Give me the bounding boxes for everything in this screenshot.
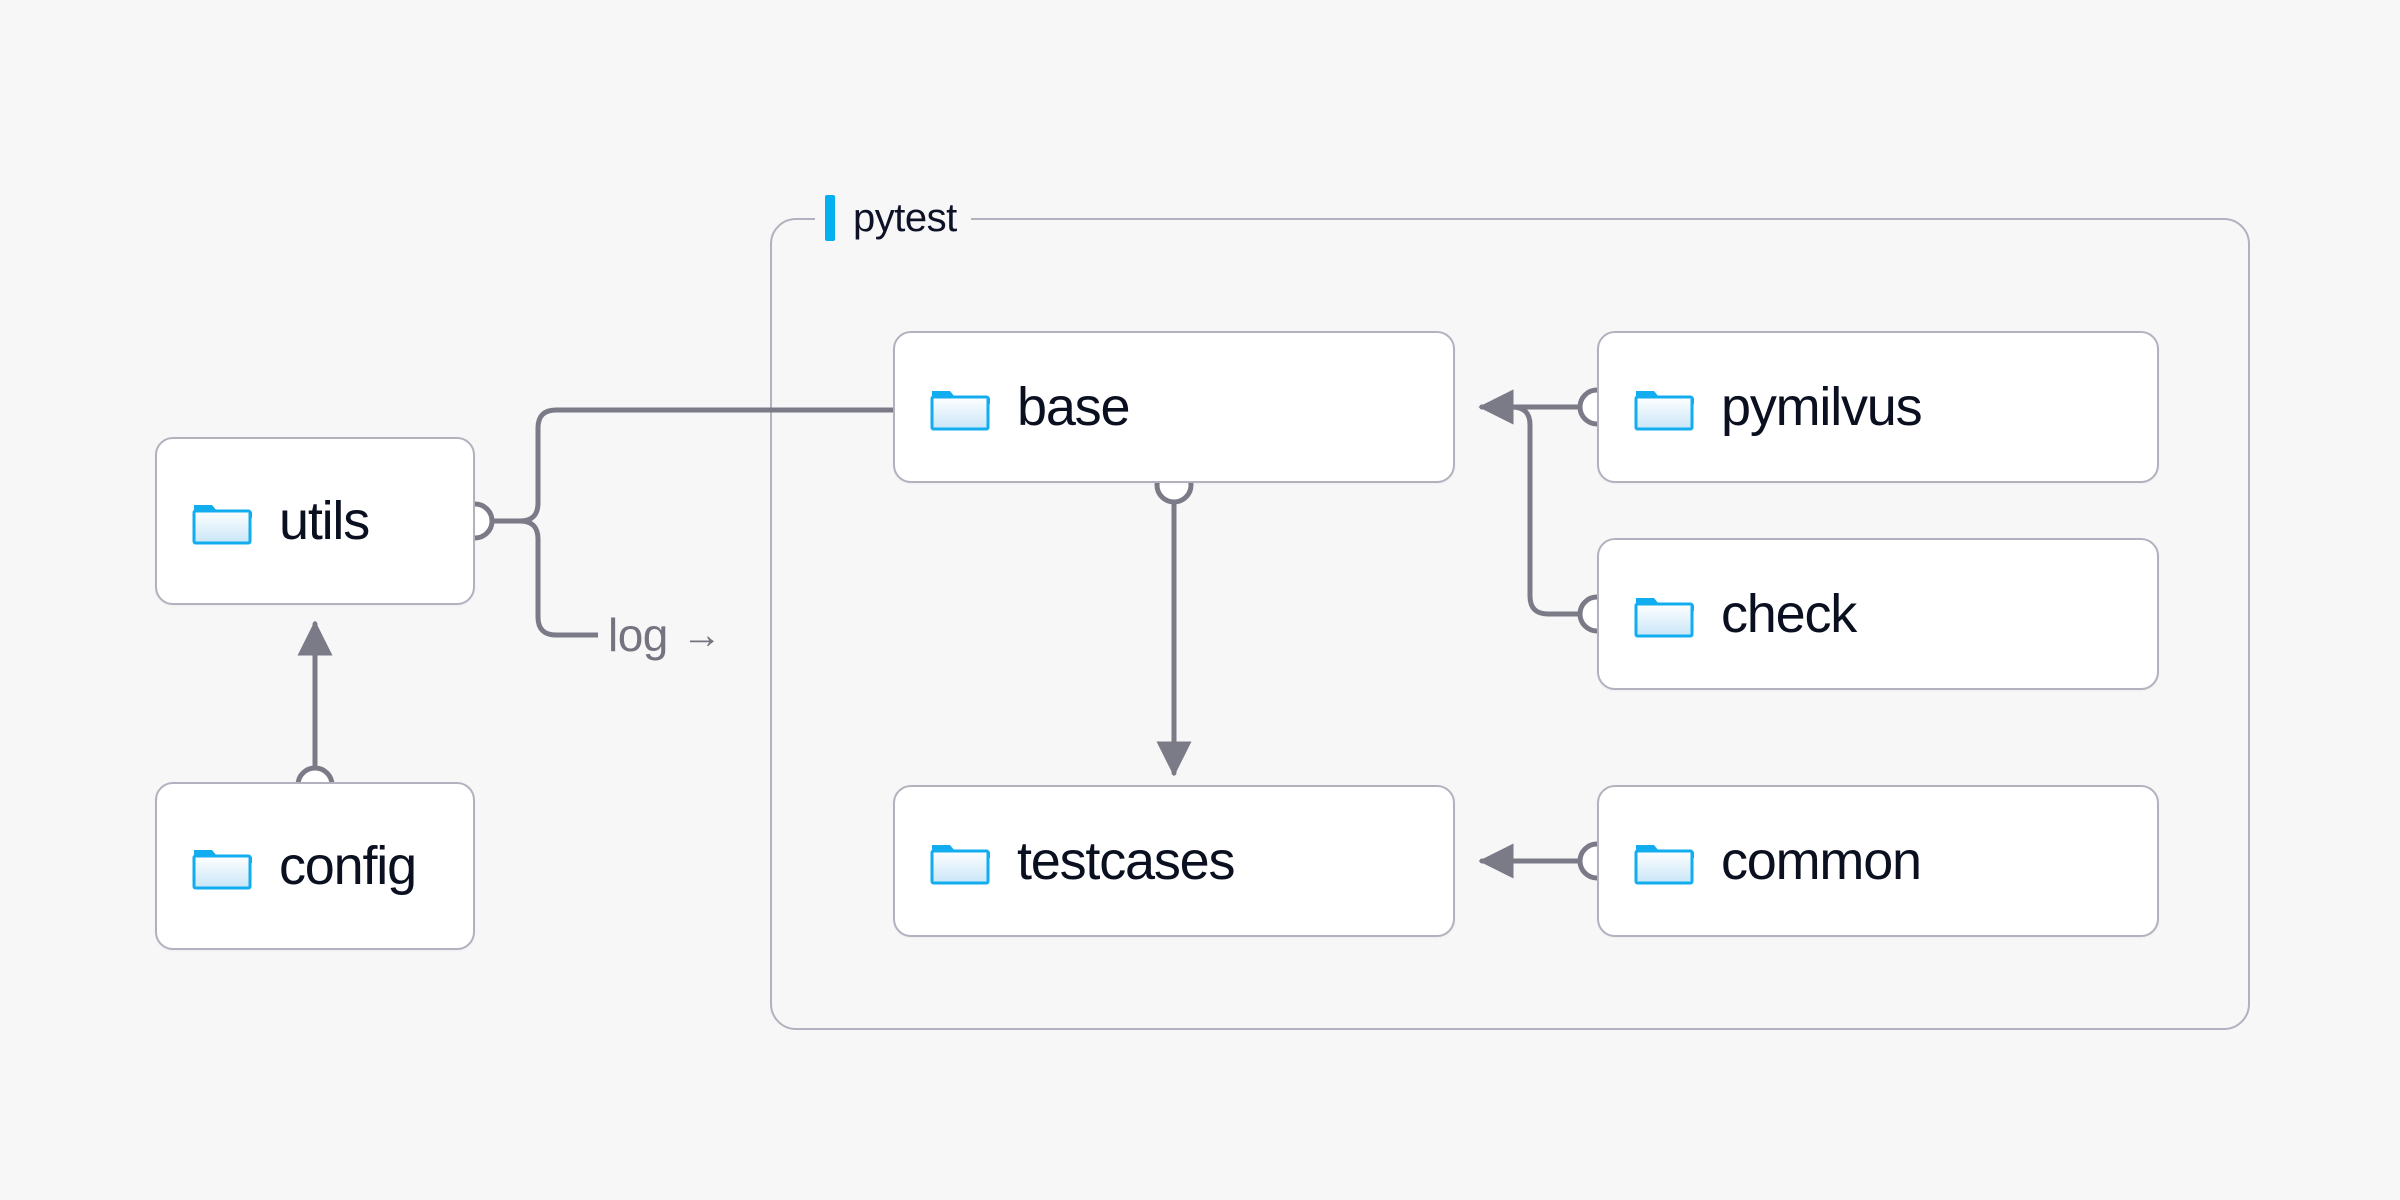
folder-icon [1634, 391, 1694, 431]
folder-icon [192, 850, 252, 890]
node-utils[interactable]: utils [155, 437, 475, 605]
node-check[interactable]: check [1597, 538, 2159, 690]
edge-label-log-text: log [608, 609, 668, 661]
folder-icon [192, 505, 252, 545]
node-label-config: config [279, 836, 417, 896]
folder-icon [1634, 598, 1694, 638]
node-label-check: check [1721, 584, 1857, 644]
group-label-pytest: pytest [815, 190, 971, 246]
folder-icon [930, 391, 990, 431]
folder-icon [930, 845, 990, 885]
folder-icon [1634, 845, 1694, 885]
accent-bar-icon [825, 195, 835, 241]
node-config[interactable]: config [155, 782, 475, 950]
group-label-text: pytest [853, 195, 957, 240]
node-label-testcases: testcases [1017, 831, 1236, 891]
edge-utils-to-log [517, 518, 603, 638]
group-container-pytest[interactable] [770, 218, 2250, 1030]
node-label-pymilvus: pymilvus [1721, 377, 1923, 437]
node-label-common: common [1721, 831, 1922, 891]
edge-label-log: log → [598, 605, 732, 665]
node-label-utils: utils [279, 491, 370, 551]
node-common[interactable]: common [1597, 785, 2159, 937]
arrow-right-icon: → [681, 613, 722, 657]
node-label-base: base [1017, 377, 1131, 437]
node-pymilvus[interactable]: pymilvus [1597, 331, 2159, 483]
node-testcases[interactable]: testcases [893, 785, 1455, 937]
node-base[interactable]: base [893, 331, 1455, 483]
